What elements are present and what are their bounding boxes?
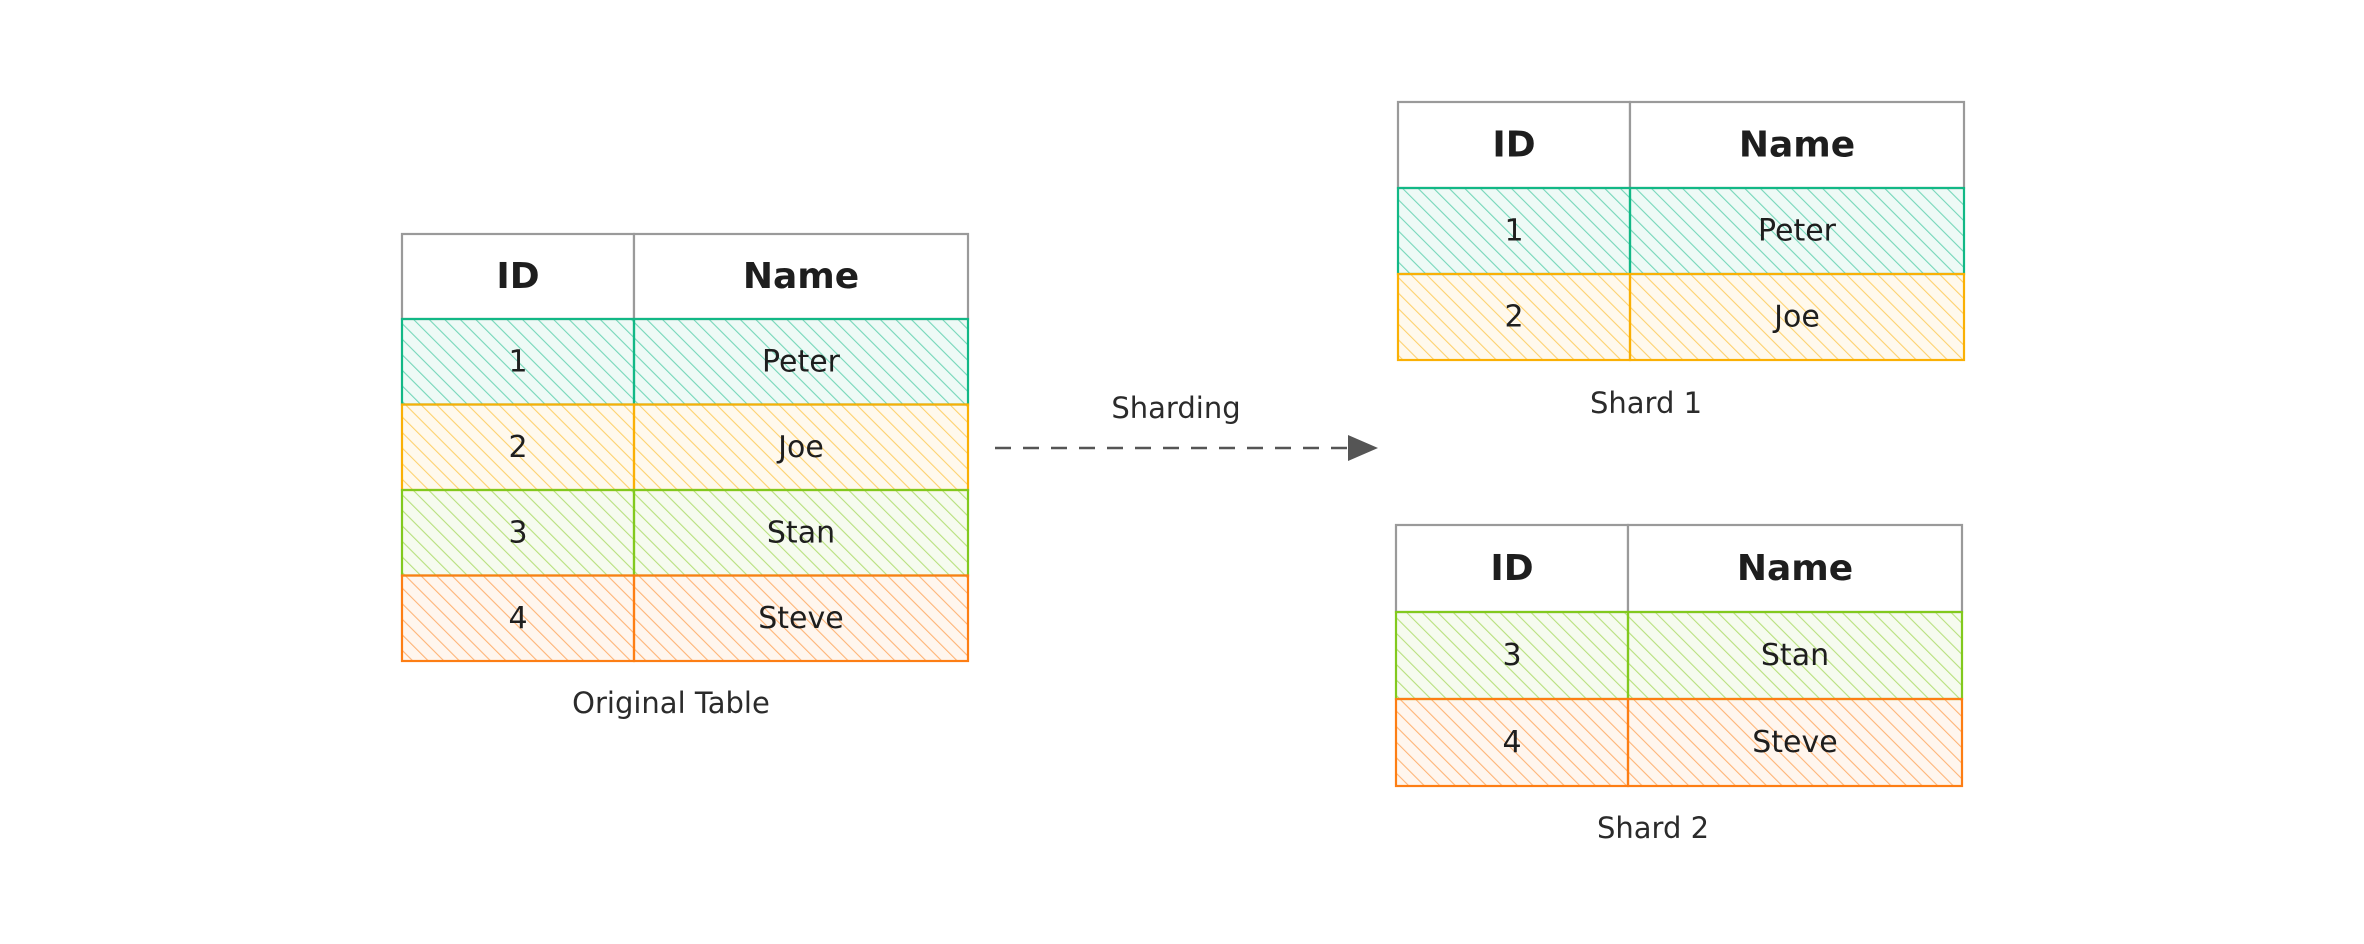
original-name-cell: [632, 403, 970, 492]
shard2-id-cell: [1394, 610, 1630, 701]
original-table-caption: Original Table: [572, 686, 770, 720]
shard1-id-cell: [1396, 272, 1632, 362]
original-name-value: Steve: [758, 601, 843, 636]
shard2-id-value: 3: [1502, 638, 1521, 673]
original-id-value: 3: [508, 515, 527, 550]
shard2-header-name: Name: [1737, 548, 1853, 589]
shard1-name-value: Peter: [1758, 214, 1837, 249]
shard1-header-id-cell: [1396, 100, 1632, 190]
original-row: 4 Steve: [400, 574, 970, 663]
original-row: 3 Stan: [400, 488, 970, 577]
shard1-id-cell: [1396, 186, 1632, 276]
original-header-id: ID: [496, 256, 539, 297]
shard2-name-value: Steve: [1752, 725, 1837, 760]
shard1-name-cell: [1628, 186, 1966, 276]
shard1-name-value: Joe: [1772, 300, 1820, 335]
shard1-name-cell: [1628, 272, 1966, 362]
original-name-cell: [632, 317, 970, 406]
original-header-name-cell: [632, 232, 970, 321]
shard2-caption: Shard 2: [1597, 811, 1709, 845]
original-id-value: 1: [508, 344, 527, 379]
original-name-cell: [632, 488, 970, 577]
original-id-cell: [400, 317, 636, 406]
shard2-table: ID Name 3 Stan 4 Steve: [1394, 523, 1964, 788]
shard2-name-value: Stan: [1761, 638, 1829, 673]
shard1-id-value: 2: [1504, 300, 1523, 335]
original-id-cell: [400, 574, 636, 663]
shard2-row: 3 Stan: [1394, 610, 1964, 701]
shard2-id-cell: [1394, 697, 1630, 788]
original-name-value: Peter: [762, 344, 841, 379]
original-row: 1 Peter: [400, 317, 970, 406]
shard1-header-name: Name: [1739, 125, 1855, 166]
shard2-header-name-cell: [1626, 523, 1964, 614]
original-header-name: Name: [743, 256, 859, 297]
arrow-label: Sharding: [1111, 391, 1240, 425]
original-header-id-cell: [400, 232, 636, 321]
shard2-row: 4 Steve: [1394, 697, 1964, 788]
original-id-value: 4: [508, 601, 527, 636]
original-table: ID Name 1 Peter 2 Joe 3 Stan 4 Steve: [400, 232, 970, 663]
shard1-table: ID Name 1 Peter 2 Joe: [1396, 100, 1966, 362]
original-name-value: Stan: [767, 515, 835, 550]
shard1-header-id: ID: [1492, 125, 1535, 166]
shard2-name-cell: [1626, 697, 1964, 788]
original-id-value: 2: [508, 430, 527, 465]
shard1-caption: Shard 1: [1590, 386, 1702, 420]
shard1-id-value: 1: [1504, 214, 1523, 249]
original-name-value: Joe: [776, 430, 824, 465]
shard2-id-value: 4: [1502, 725, 1521, 760]
shard1-row: 1 Peter: [1396, 186, 1966, 276]
shard1-header-name-cell: [1628, 100, 1966, 190]
original-name-cell: [632, 574, 970, 663]
sharding-arrow: [995, 435, 1378, 461]
arrow-head-icon: [1348, 435, 1378, 461]
original-row: 2 Joe: [400, 403, 970, 492]
shard2-header-id: ID: [1490, 548, 1533, 589]
shard1-row: 2 Joe: [1396, 272, 1966, 362]
